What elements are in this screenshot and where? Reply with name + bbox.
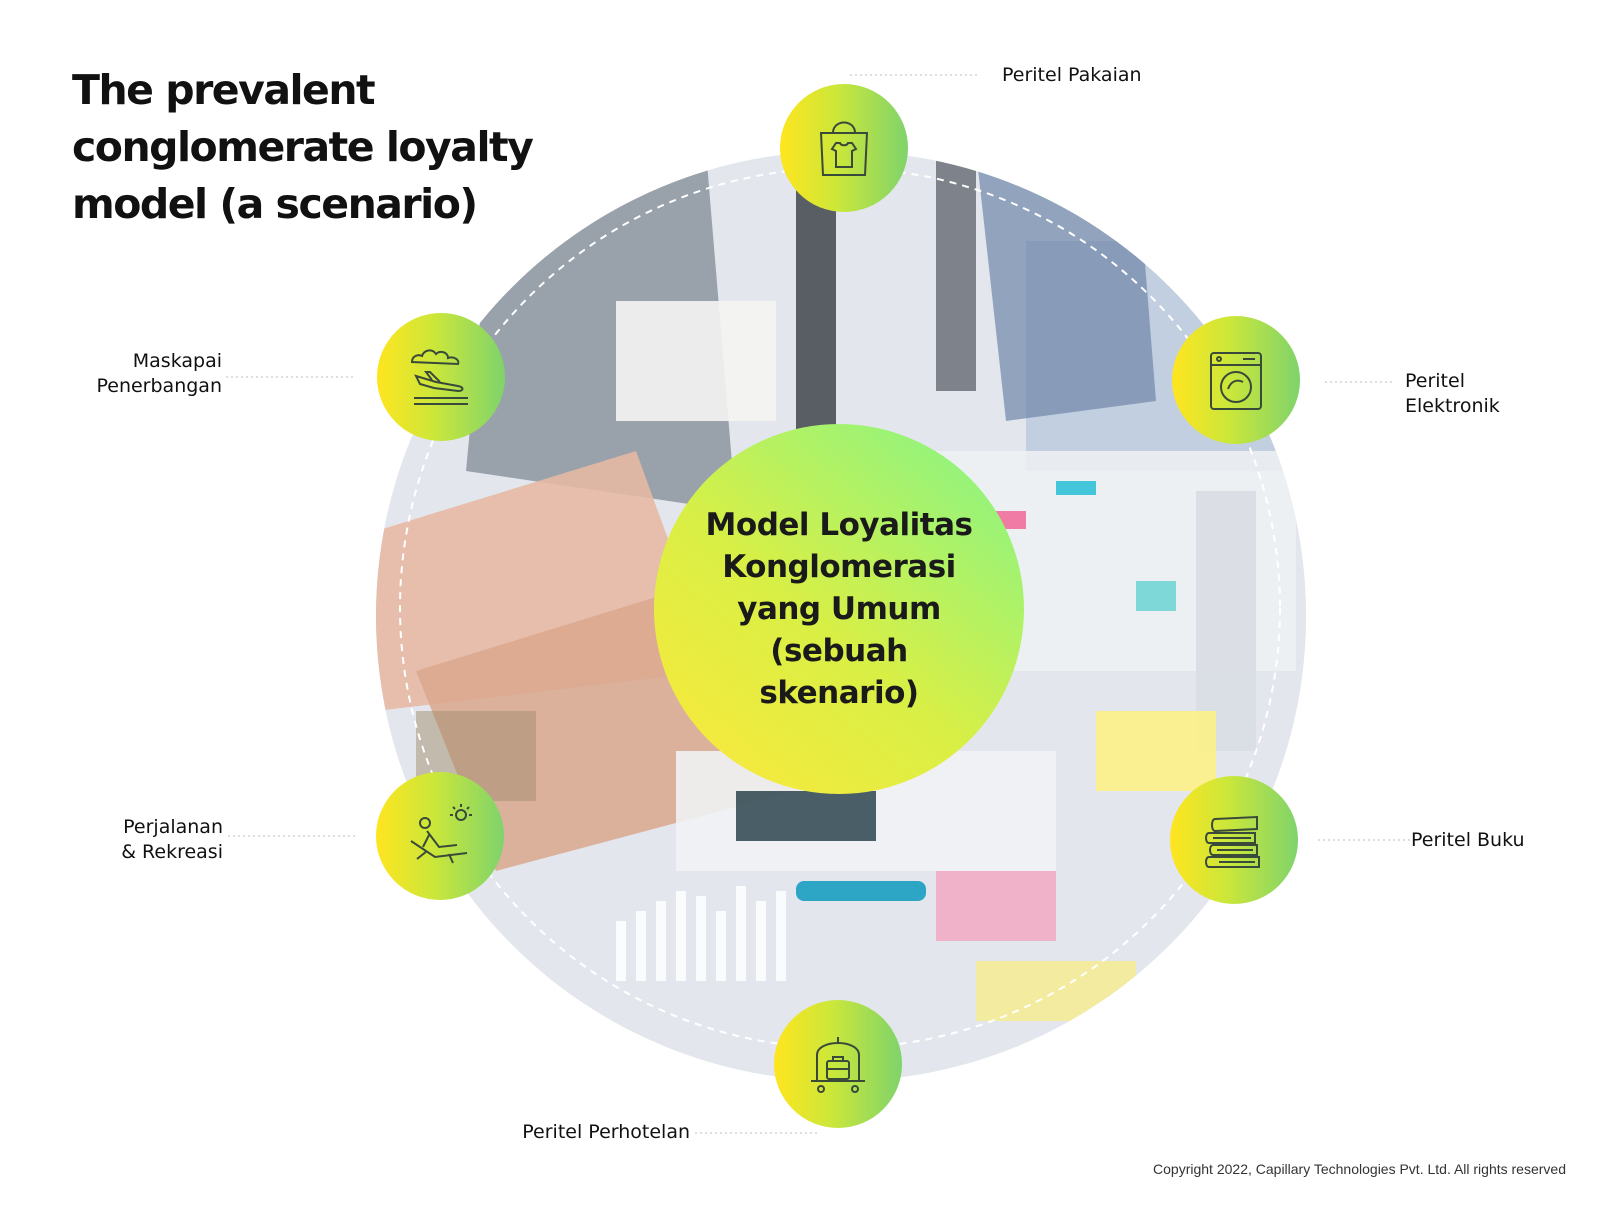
label-line: Perjalanan: [123, 816, 223, 838]
label-line: Elektronik: [1405, 395, 1500, 417]
node-perjalanan-rekreasi: [376, 772, 504, 900]
central-hub: Model Loyalitas Konglomerasi yang Umum (…: [654, 424, 1024, 794]
node-peritel-perhotelan: [774, 1000, 902, 1128]
label-perjalanan-rekreasi: Perjalanan & Rekreasi: [80, 815, 223, 865]
label-peritel-perhotelan: Peritel Perhotelan: [470, 1120, 690, 1145]
title-line-1: The prevalent: [72, 66, 376, 114]
node-maskapai-penerbangan: [377, 313, 505, 441]
label-line: & Rekreasi: [121, 841, 223, 863]
hub-line-2: Konglomerasi: [722, 549, 956, 585]
label-line: Peritel Buku: [1411, 829, 1525, 851]
label-line: Peritel Perhotelan: [522, 1121, 690, 1143]
label-maskapai-penerbangan: Maskapai Penerbangan: [72, 349, 222, 399]
diagram-title: The prevalent conglomerate loyalty model…: [72, 62, 534, 233]
title-line-2: conglomerate loyalty: [72, 123, 534, 171]
clothing-bag-icon: [819, 121, 869, 176]
label-line: Peritel: [1405, 370, 1465, 392]
node-peritel-pakaian: [780, 84, 908, 212]
label-line: Penerbangan: [96, 375, 222, 397]
books-icon: [1205, 815, 1260, 868]
label-line: Maskapai: [132, 350, 222, 372]
hub-line-3: yang Umum: [737, 591, 941, 627]
label-peritel-buku: Peritel Buku: [1411, 828, 1525, 853]
luggage-cart-icon: [811, 1037, 865, 1093]
label-peritel-pakaian: Peritel Pakaian: [1002, 63, 1142, 88]
node-peritel-elektronik: [1172, 316, 1300, 444]
title-line-3: model (a scenario): [72, 180, 478, 228]
airplane-landing-icon: [410, 349, 468, 405]
label-line: Peritel Pakaian: [1002, 64, 1142, 86]
label-peritel-elektronik: Peritel Elektronik: [1405, 369, 1500, 419]
node-peritel-buku: [1170, 776, 1298, 904]
washing-machine-icon: [1210, 352, 1262, 410]
copyright-notice: Copyright 2022, Capillary Technologies P…: [1153, 1161, 1566, 1177]
hub-line-4: (sebuah: [770, 633, 908, 669]
sunbed-icon: [410, 804, 472, 864]
hub-line-5: skenario): [759, 675, 919, 711]
hub-line-1: Model Loyalitas: [705, 507, 973, 543]
